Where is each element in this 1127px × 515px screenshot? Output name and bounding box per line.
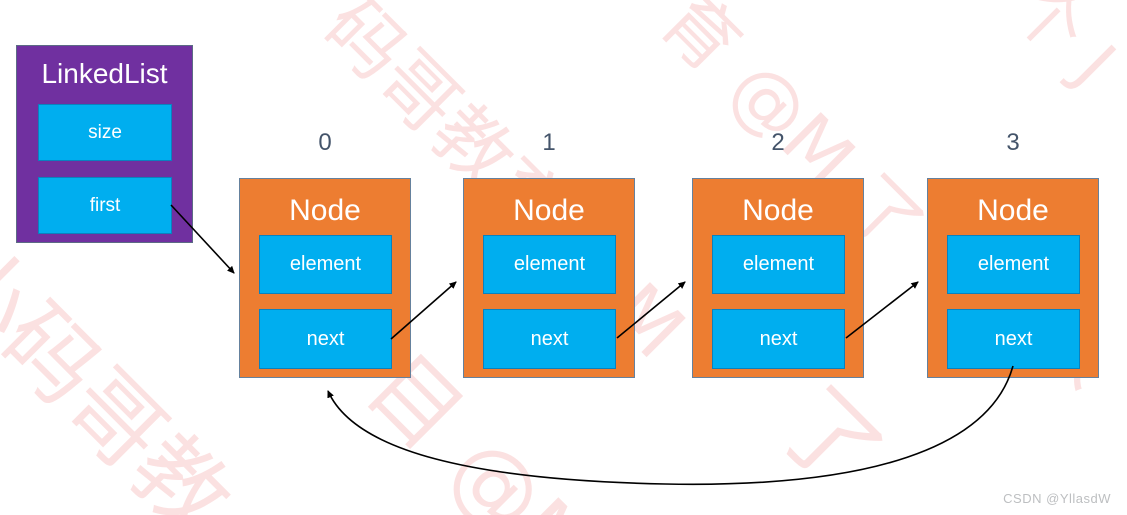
watermark-text: 小码哥教 [0,219,251,515]
node-title: Node [977,194,1049,227]
node-index-1: 1 [542,129,556,156]
node-index-2: 2 [771,129,785,156]
node-title: Node [742,194,814,227]
node-title: Node [289,194,361,227]
node-box-2: Node element next [692,178,864,378]
node-title: Node [513,194,585,227]
size-field: size [38,104,172,161]
next-field: next [712,309,845,369]
watermark-text: 了 [756,366,904,514]
arrow-node3-next-to-node0-curved [327,365,1014,486]
next-field: next [259,309,392,369]
node-box-0: Node element next [239,178,411,378]
watermark-text: 个 J [996,0,1127,102]
next-field: next [947,309,1080,369]
node-box-1: Node element next [463,178,635,378]
linkedlist-box: LinkedList size first [16,45,193,243]
element-field: element [483,235,616,294]
node-index-0: 0 [318,129,332,156]
node-index-3: 3 [1006,129,1020,156]
next-field: next [483,309,616,369]
element-field: element [947,235,1080,294]
first-field: first [38,177,172,234]
csdn-credit: CSDN @YllasdW [1003,491,1111,506]
element-field: element [712,235,845,294]
node-box-3: Node element next [927,178,1099,378]
linkedlist-title: LinkedList [41,58,168,89]
element-field: element [259,235,392,294]
